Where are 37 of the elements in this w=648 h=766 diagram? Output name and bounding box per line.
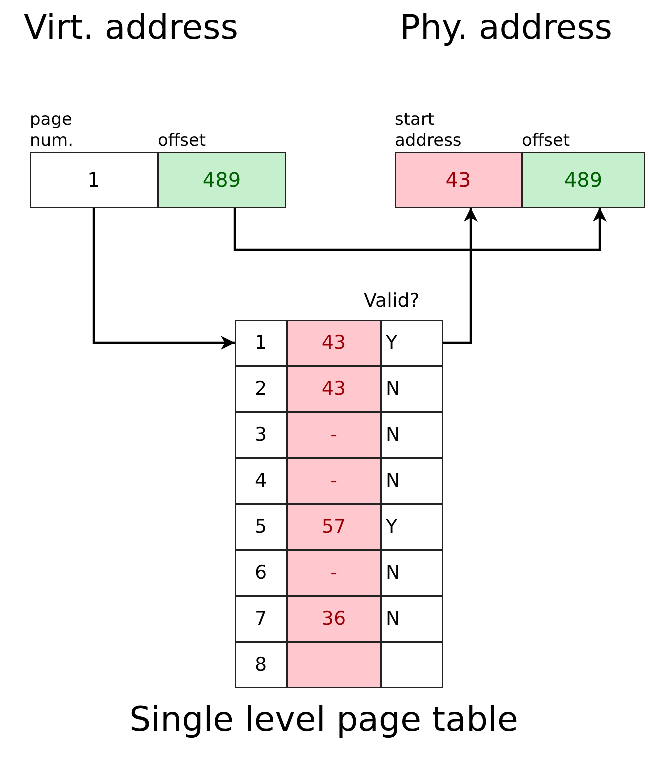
field-heading: offset bbox=[158, 131, 208, 152]
table-cell: N bbox=[381, 596, 443, 642]
table-cell: 57 bbox=[287, 504, 381, 550]
table-cell: 2 bbox=[235, 366, 287, 412]
table-cell: 3 bbox=[235, 412, 287, 458]
heading: Virt. address bbox=[24, 8, 238, 48]
table-cell: - bbox=[287, 458, 381, 504]
table-cell: 6 bbox=[235, 550, 287, 596]
table-cell: 1 bbox=[235, 320, 287, 366]
column-heading: Valid? bbox=[364, 290, 420, 312]
table-cell: - bbox=[287, 412, 381, 458]
table-cell: - bbox=[287, 550, 381, 596]
arrow bbox=[234, 208, 607, 252]
table-cell: 5 bbox=[235, 504, 287, 550]
table-cell: N bbox=[381, 550, 443, 596]
address-field: 489 bbox=[158, 152, 286, 208]
table-cell: 43 bbox=[287, 366, 381, 412]
table-cell: 7 bbox=[235, 596, 287, 642]
table-cell: 8 bbox=[235, 642, 287, 688]
table-cell: 43 bbox=[287, 320, 381, 366]
field-heading: offset bbox=[522, 131, 572, 152]
arrow bbox=[443, 208, 478, 344]
table-cell: Y bbox=[381, 504, 443, 550]
table-cell: Y bbox=[381, 320, 443, 366]
arrow bbox=[92, 208, 235, 350]
table-cell: N bbox=[381, 412, 443, 458]
heading: Phy. address bbox=[400, 8, 613, 48]
table-cell: N bbox=[381, 458, 443, 504]
table-cell: N bbox=[381, 366, 443, 412]
address-field: 489 bbox=[522, 152, 645, 208]
field-heading: start address bbox=[395, 110, 463, 152]
address-field: 1 bbox=[30, 152, 158, 208]
caption: Single level page table bbox=[128, 700, 520, 740]
address-field: 43 bbox=[395, 152, 522, 208]
field-heading: page num. bbox=[30, 110, 75, 152]
table-cell: 36 bbox=[287, 596, 381, 642]
table-cell: 4 bbox=[235, 458, 287, 504]
